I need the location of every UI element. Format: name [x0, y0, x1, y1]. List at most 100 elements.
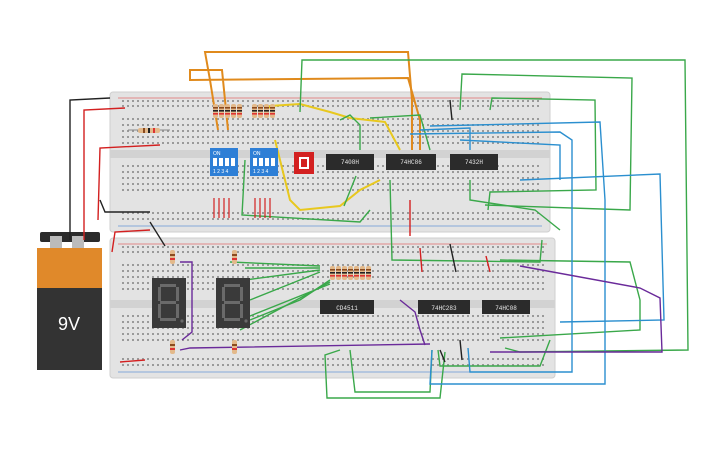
breadboard-hole[interactable]: [272, 327, 274, 329]
breadboard-hole[interactable]: [337, 171, 339, 173]
breadboard-hole[interactable]: [357, 100, 359, 102]
breadboard-hole[interactable]: [452, 130, 454, 132]
breadboard-hole[interactable]: [532, 276, 534, 278]
breadboard-hole[interactable]: [477, 130, 479, 132]
breadboard-hole[interactable]: [457, 136, 459, 138]
breadboard-hole[interactable]: [532, 165, 534, 167]
breadboard-hole[interactable]: [262, 339, 264, 341]
breadboard-hole[interactable]: [157, 124, 159, 126]
chip-CD4511[interactable]: CD4511: [320, 300, 374, 314]
breadboard-hole[interactable]: [307, 282, 309, 284]
breadboard-hole[interactable]: [377, 212, 379, 214]
breadboard-hole[interactable]: [322, 358, 324, 360]
breadboard-hole[interactable]: [337, 358, 339, 360]
breadboard-hole[interactable]: [432, 105, 434, 107]
breadboard-hole[interactable]: [212, 251, 214, 253]
breadboard-hole[interactable]: [192, 358, 194, 360]
breadboard-hole[interactable]: [127, 288, 129, 290]
breadboard-hole[interactable]: [182, 118, 184, 120]
breadboard-hole[interactable]: [222, 264, 224, 266]
breadboard-hole[interactable]: [452, 282, 454, 284]
breadboard-hole[interactable]: [487, 364, 489, 366]
breadboard-hole[interactable]: [462, 136, 464, 138]
breadboard-hole[interactable]: [307, 177, 309, 179]
breadboard-hole[interactable]: [337, 212, 339, 214]
breadboard-hole[interactable]: [512, 276, 514, 278]
breadboard-hole[interactable]: [147, 218, 149, 220]
breadboard-hole[interactable]: [427, 218, 429, 220]
breadboard-hole[interactable]: [222, 218, 224, 220]
breadboard-hole[interactable]: [207, 270, 209, 272]
breadboard-hole[interactable]: [137, 100, 139, 102]
breadboard-hole[interactable]: [212, 364, 214, 366]
breadboard-hole[interactable]: [152, 264, 154, 266]
breadboard-hole[interactable]: [232, 358, 234, 360]
breadboard-hole[interactable]: [457, 246, 459, 248]
breadboard-hole[interactable]: [262, 130, 264, 132]
breadboard-hole[interactable]: [437, 165, 439, 167]
breadboard-hole[interactable]: [192, 333, 194, 335]
breadboard-hole[interactable]: [417, 171, 419, 173]
breadboard-hole[interactable]: [157, 264, 159, 266]
breadboard-hole[interactable]: [217, 364, 219, 366]
breadboard-hole[interactable]: [127, 189, 129, 191]
breadboard-hole[interactable]: [127, 105, 129, 107]
breadboard-hole[interactable]: [227, 264, 229, 266]
chip-7432H[interactable]: 7432H: [450, 154, 498, 170]
breadboard-hole[interactable]: [157, 142, 159, 144]
breadboard-hole[interactable]: [507, 246, 509, 248]
breadboard-hole[interactable]: [247, 177, 249, 179]
breadboard-hole[interactable]: [432, 251, 434, 253]
breadboard-hole[interactable]: [532, 333, 534, 335]
breadboard-hole[interactable]: [372, 212, 374, 214]
breadboard-hole[interactable]: [347, 364, 349, 366]
breadboard-hole[interactable]: [242, 212, 244, 214]
breadboard-hole[interactable]: [257, 118, 259, 120]
breadboard-hole[interactable]: [167, 251, 169, 253]
breadboard-hole[interactable]: [307, 136, 309, 138]
breadboard-hole[interactable]: [272, 183, 274, 185]
breadboard-hole[interactable]: [267, 288, 269, 290]
breadboard-hole[interactable]: [452, 142, 454, 144]
breadboard-hole[interactable]: [227, 142, 229, 144]
breadboard-hole[interactable]: [447, 212, 449, 214]
breadboard-hole[interactable]: [177, 136, 179, 138]
breadboard-hole[interactable]: [492, 171, 494, 173]
breadboard-hole[interactable]: [122, 124, 124, 126]
breadboard-hole[interactable]: [537, 177, 539, 179]
breadboard-hole[interactable]: [407, 246, 409, 248]
breadboard-hole[interactable]: [147, 165, 149, 167]
breadboard-hole[interactable]: [122, 212, 124, 214]
breadboard-hole[interactable]: [452, 264, 454, 266]
breadboard-hole[interactable]: [202, 327, 204, 329]
breadboard-hole[interactable]: [437, 315, 439, 317]
breadboard-hole[interactable]: [497, 177, 499, 179]
breadboard-hole[interactable]: [397, 333, 399, 335]
breadboard-hole[interactable]: [472, 171, 474, 173]
breadboard-hole[interactable]: [262, 264, 264, 266]
breadboard-hole[interactable]: [517, 218, 519, 220]
breadboard-hole[interactable]: [417, 276, 419, 278]
breadboard-hole[interactable]: [507, 183, 509, 185]
breadboard-hole[interactable]: [132, 218, 134, 220]
breadboard-hole[interactable]: [302, 358, 304, 360]
breadboard-hole[interactable]: [242, 270, 244, 272]
breadboard-hole[interactable]: [437, 282, 439, 284]
breadboard-hole[interactable]: [362, 100, 364, 102]
breadboard-hole[interactable]: [542, 327, 544, 329]
breadboard-hole[interactable]: [402, 327, 404, 329]
breadboard-hole[interactable]: [472, 264, 474, 266]
breadboard-hole[interactable]: [442, 251, 444, 253]
breadboard-hole[interactable]: [327, 189, 329, 191]
breadboard-hole[interactable]: [407, 264, 409, 266]
breadboard-hole[interactable]: [327, 333, 329, 335]
breadboard-hole[interactable]: [517, 100, 519, 102]
breadboard-hole[interactable]: [422, 333, 424, 335]
breadboard-hole[interactable]: [462, 142, 464, 144]
breadboard-hole[interactable]: [222, 142, 224, 144]
breadboard-hole[interactable]: [217, 246, 219, 248]
breadboard-hole[interactable]: [432, 171, 434, 173]
breadboard-hole[interactable]: [347, 321, 349, 323]
breadboard-hole[interactable]: [247, 264, 249, 266]
breadboard-hole[interactable]: [357, 212, 359, 214]
